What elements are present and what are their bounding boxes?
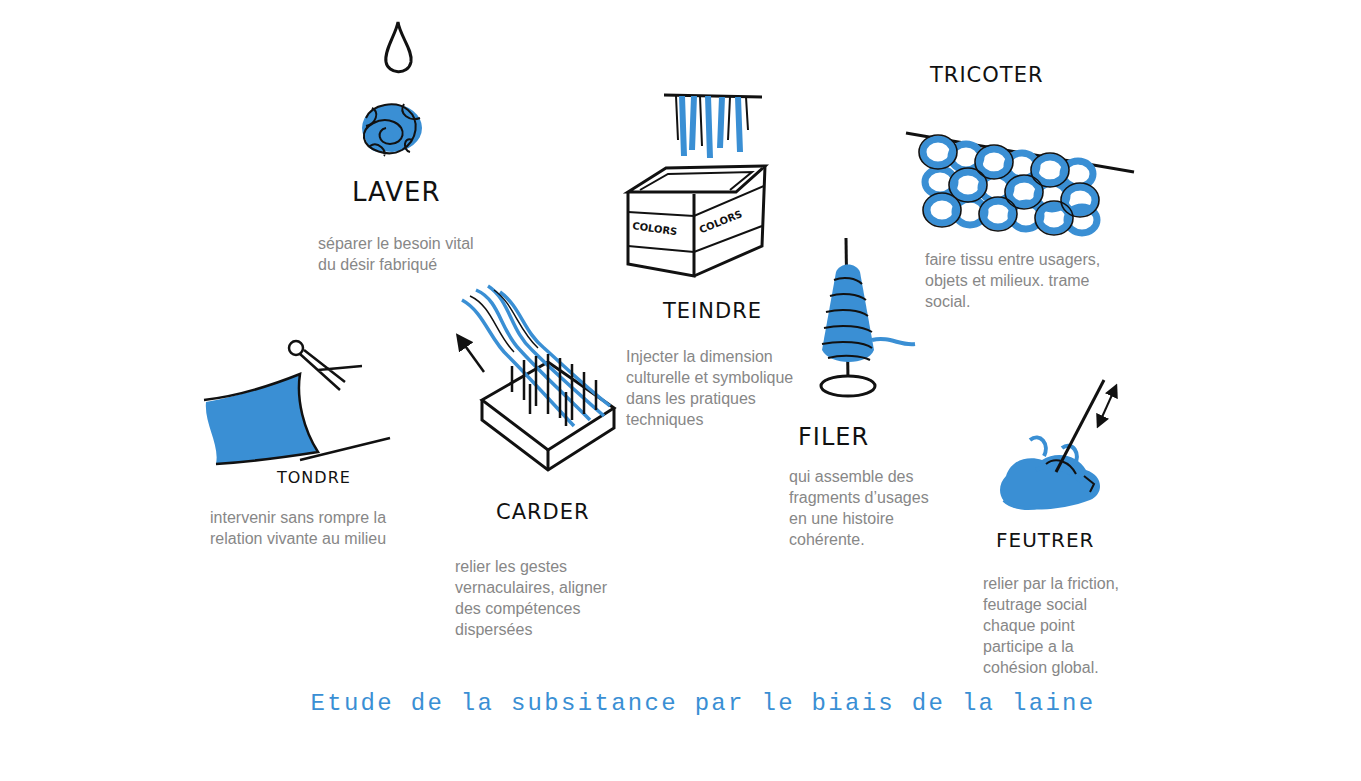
step-description: relier les gestes vernaculaires, aligner… (455, 556, 625, 640)
step-heading: FEUTRER (996, 529, 1094, 551)
box-marking: COLORS (632, 221, 678, 237)
wash-illustration (362, 22, 422, 156)
caption: Etude de la subsitance par le biais de l… (310, 690, 1095, 717)
dye-illustration (628, 95, 765, 276)
shear-illustration (204, 341, 390, 464)
step-heading: TRICOTER (930, 64, 1044, 87)
card-illustration (458, 286, 614, 470)
step-description: qui assemble des fragments d’usages en u… (789, 466, 949, 550)
step-description: séparer le besoin vital du désir fabriqu… (318, 233, 490, 275)
step-description: faire tissu entre usagers, objets et mil… (925, 249, 1130, 312)
step-heading: LAVER (352, 178, 440, 207)
step-heading: TONDRE (277, 469, 351, 487)
step-description: intervenir sans rompre la relation vivan… (210, 507, 395, 549)
step-heading: TEINDRE (663, 300, 762, 323)
step-heading: CARDER (496, 501, 590, 524)
step-description: Injecter la dimension culturelle et symb… (626, 346, 794, 430)
box-marking: COLORS (698, 209, 744, 235)
knit-illustration (906, 133, 1134, 235)
step-description: relier par la friction, feutrage social … (983, 573, 1138, 678)
spindle-illustration (821, 238, 915, 396)
step-heading: FILER (798, 424, 869, 450)
felt-illustration (1000, 380, 1116, 510)
